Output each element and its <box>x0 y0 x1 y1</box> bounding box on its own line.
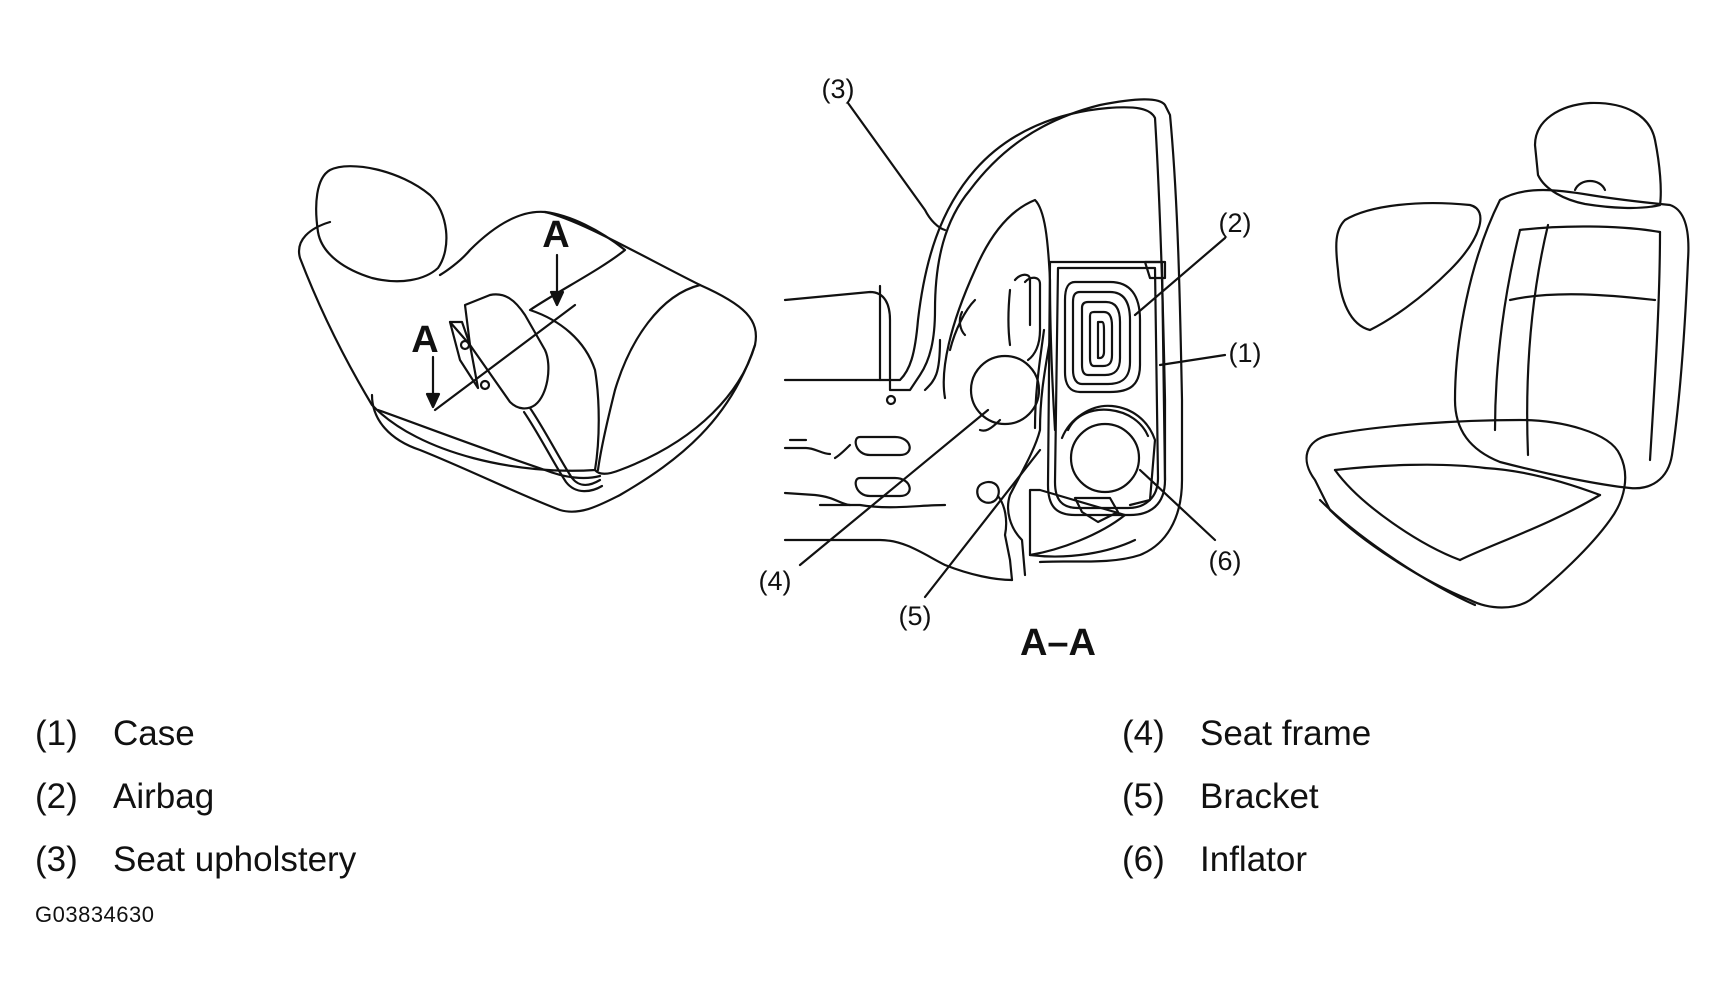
right-seat-side-bolster <box>1335 202 1482 332</box>
callout-3: (3) <box>822 74 855 104</box>
legend-number: (2) <box>35 777 78 816</box>
legend-item: (6) Inflator <box>1122 828 1371 891</box>
legend-number: (6) <box>1122 840 1165 879</box>
legend-label: Airbag <box>113 777 215 816</box>
left-seat-cushion <box>370 343 757 513</box>
left-seat-headrest <box>315 165 448 283</box>
left-seat-airbag-case <box>463 293 550 410</box>
legend-label: Bracket <box>1200 777 1319 816</box>
legend-item: (2) Airbag <box>35 765 356 828</box>
seat-perspective-view <box>1305 101 1690 609</box>
legend-label: Seat upholstery <box>113 840 357 879</box>
seat-airbag-figure: A A <box>297 74 1690 664</box>
right-seat-headrest <box>1533 101 1662 210</box>
section-view-label: A–A <box>1020 622 1096 664</box>
leader-line <box>1158 353 1227 367</box>
section-marker-label: A <box>411 319 438 361</box>
callout-5: (5) <box>899 601 932 631</box>
callout-4: (4) <box>759 566 792 596</box>
callout-6: (6) <box>1209 546 1242 576</box>
legend-number: (4) <box>1122 714 1165 753</box>
right-seat-cushion <box>1305 418 1627 609</box>
legend-number: (1) <box>35 714 78 753</box>
leader-line <box>1138 468 1217 542</box>
legend-item: (1) Case <box>35 702 356 765</box>
leader-line <box>798 408 990 567</box>
inflator <box>1069 422 1141 494</box>
legend-right: (4) Seat frame (5) Bracket (6) Inflator <box>1122 702 1371 891</box>
legend-item: (5) Bracket <box>1122 765 1371 828</box>
seat-frame-tube <box>969 354 1041 426</box>
leader-line <box>923 448 1042 599</box>
right-seat-back <box>1453 188 1690 490</box>
section-view-a-a <box>783 98 1227 599</box>
seat-upholstery <box>783 98 1184 564</box>
legend-number: (3) <box>35 840 78 879</box>
legend-item: (3) Seat upholstery <box>35 828 356 891</box>
leader-line <box>1133 236 1227 317</box>
legend-left: (1) Case (2) Airbag (3) Seat upholstery <box>35 702 356 891</box>
callout-2: (2) <box>1219 208 1252 238</box>
figure-id: G03834630 <box>35 902 155 927</box>
section-cut-line <box>433 303 577 412</box>
legend-label: Seat frame <box>1200 714 1372 753</box>
legend-item: (4) Seat frame <box>1122 702 1371 765</box>
legend-label: Inflator <box>1200 840 1307 879</box>
airbag-case <box>1046 260 1167 517</box>
bracket <box>1006 338 1052 577</box>
seat-side-view <box>297 165 757 513</box>
section-marker-label: A <box>542 214 569 256</box>
folded-airbag <box>1063 280 1142 394</box>
left-seat-back <box>297 210 627 472</box>
callout-1: (1) <box>1229 338 1262 368</box>
legend-number: (5) <box>1122 777 1165 816</box>
legend-label: Case <box>113 714 195 753</box>
leader-line <box>846 101 947 232</box>
